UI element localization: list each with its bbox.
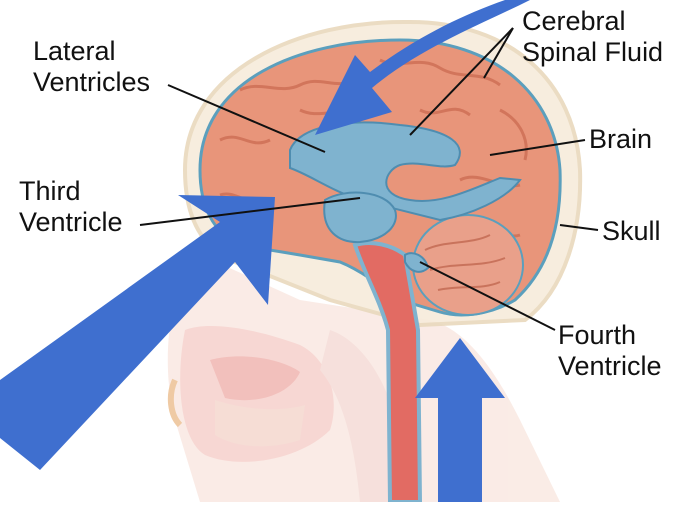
label-third-ventricle: Third Ventricle: [19, 176, 123, 238]
cerebellum: [413, 215, 523, 315]
label-fourth-ventricle: Fourth Ventricle: [558, 320, 662, 382]
label-cerebral-spinal-fluid: Cerebral Spinal Fluid: [522, 6, 663, 68]
label-skull: Skull: [602, 216, 661, 247]
label-brain: Brain: [589, 124, 652, 155]
label-lateral-ventricles: Lateral Ventricles: [33, 36, 150, 98]
